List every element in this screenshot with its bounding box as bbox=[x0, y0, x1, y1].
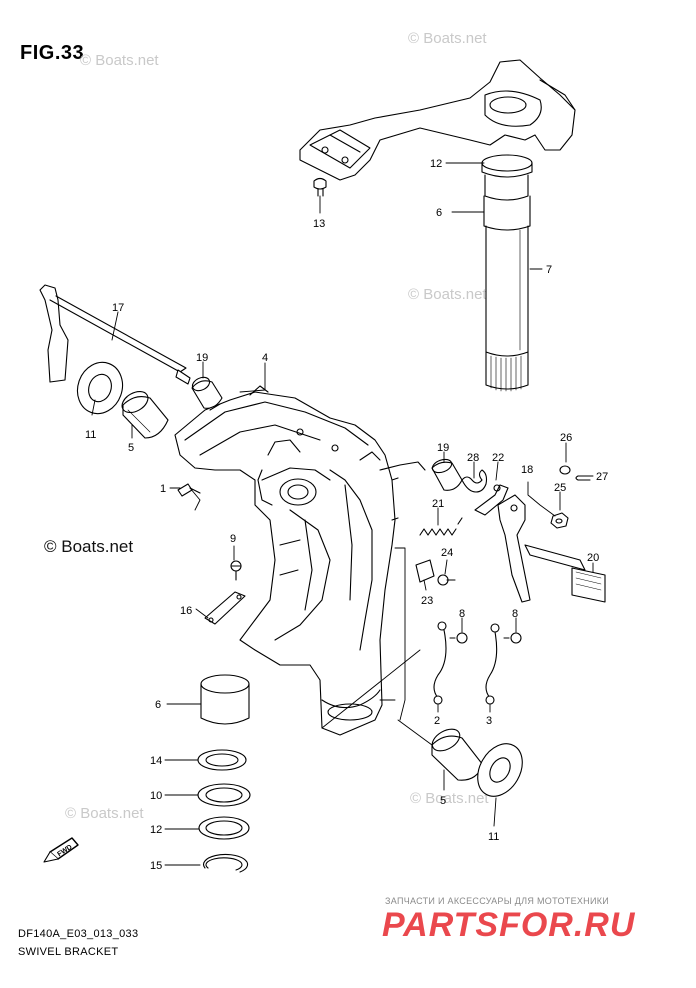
steering-shaft bbox=[481, 154, 533, 392]
spring-28 bbox=[461, 469, 488, 493]
shop-logo: PARTSFOR.RU bbox=[382, 906, 636, 944]
bushing-19-right bbox=[431, 458, 463, 491]
watermark: © Boats.net bbox=[408, 286, 487, 303]
callout: 16 bbox=[180, 605, 192, 617]
washer-12 bbox=[198, 816, 250, 840]
callout: 6 bbox=[155, 699, 161, 711]
callout: 22 bbox=[492, 452, 504, 464]
washer-11-right bbox=[477, 743, 523, 797]
watermark: © Boats.net bbox=[410, 790, 489, 807]
callout: 12 bbox=[430, 158, 442, 170]
pin-27 bbox=[575, 475, 591, 481]
callout: 14 bbox=[150, 755, 162, 767]
callout: 24 bbox=[441, 547, 453, 559]
watermark: © Boats.net bbox=[65, 805, 144, 822]
washer-26 bbox=[559, 465, 571, 475]
callout: 23 bbox=[421, 595, 433, 607]
callout: 3 bbox=[486, 715, 492, 727]
spring-21 bbox=[419, 517, 463, 536]
shop-tagline: ЗАПЧАСТИ И АКСЕССУАРЫ ДЛЯ МОТОТЕХНИКИ bbox=[385, 896, 610, 906]
ground-wire-3 bbox=[485, 623, 500, 705]
bushing-5-left bbox=[121, 390, 169, 439]
clip-23 bbox=[415, 559, 435, 583]
callout: 13 bbox=[313, 218, 325, 230]
callout: 28 bbox=[467, 452, 479, 464]
watermark: © Boats.net bbox=[408, 30, 487, 47]
bolt-8-b bbox=[503, 632, 522, 644]
washer-11-left bbox=[76, 361, 124, 415]
leader-lines bbox=[91, 162, 594, 866]
callout: 26 bbox=[560, 432, 572, 444]
snap-ring-15 bbox=[203, 853, 249, 873]
washer-10 bbox=[197, 783, 251, 807]
callout: 11 bbox=[488, 831, 499, 843]
bracket-16 bbox=[204, 591, 246, 625]
callout: 10 bbox=[150, 790, 162, 802]
callout: 25 bbox=[554, 482, 566, 494]
bolt-8-a bbox=[449, 632, 468, 644]
plate-20 bbox=[524, 544, 606, 603]
screw-24 bbox=[437, 574, 456, 586]
callout: 12 bbox=[150, 824, 162, 836]
callout: 11 bbox=[85, 429, 96, 441]
figure-name: SWIVEL BRACKET bbox=[18, 946, 119, 958]
callout: 7 bbox=[546, 264, 552, 276]
bushing-6-lower bbox=[200, 674, 250, 725]
ground-wire-2 bbox=[433, 621, 447, 705]
callout: 5 bbox=[440, 795, 446, 807]
callout: 1 bbox=[160, 483, 166, 495]
tilt-tube bbox=[39, 284, 191, 385]
callout: 15 bbox=[150, 860, 162, 872]
callout: 2 bbox=[434, 715, 440, 727]
lever-22 bbox=[474, 484, 509, 516]
watermark-large: © Boats.net bbox=[44, 537, 134, 556]
callout: 4 bbox=[262, 352, 268, 364]
callout: 8 bbox=[459, 608, 465, 620]
bushing-5-lower bbox=[431, 728, 484, 781]
bushing-19-upper bbox=[191, 376, 223, 409]
screw-9 bbox=[230, 560, 242, 581]
callout: 19 bbox=[196, 352, 208, 364]
watermark: © Boats.net bbox=[80, 52, 159, 69]
callout: 6 bbox=[436, 207, 442, 219]
forward-arrow-icon bbox=[43, 837, 79, 863]
bolt-1 bbox=[177, 483, 201, 497]
callout: 18 bbox=[521, 464, 533, 476]
callout: 20 bbox=[587, 552, 599, 564]
figure-title: FIG.33 bbox=[20, 42, 85, 64]
nut-25 bbox=[550, 512, 569, 529]
callout: 27 bbox=[596, 471, 608, 483]
washer-14 bbox=[197, 749, 247, 771]
callout: 21 bbox=[432, 498, 444, 510]
callout: 5 bbox=[128, 442, 134, 454]
callout: 19 bbox=[437, 442, 449, 454]
callout: 17 bbox=[112, 302, 124, 314]
bolt-13 bbox=[313, 177, 327, 197]
lever-18 bbox=[497, 494, 531, 603]
figure-code: DF140A_E03_013_033 bbox=[18, 928, 139, 940]
callout: 9 bbox=[230, 533, 236, 545]
steering-arm bbox=[299, 59, 576, 181]
callout: 8 bbox=[512, 608, 518, 620]
